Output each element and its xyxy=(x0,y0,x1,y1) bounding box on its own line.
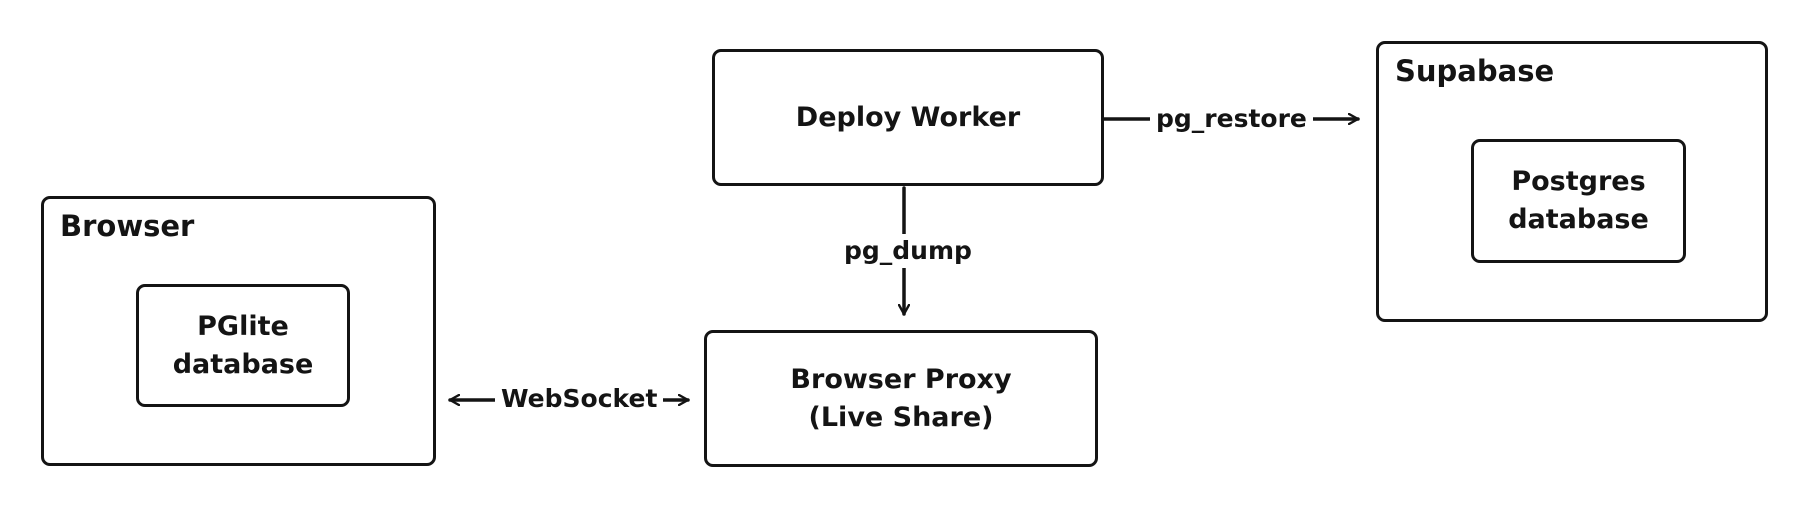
browser-group: Browser PGlite database xyxy=(41,196,436,466)
pglite-database-node: PGlite database xyxy=(136,284,350,407)
supabase-group-title: Supabase xyxy=(1395,54,1555,88)
postgres-database-node: Postgres database xyxy=(1471,139,1686,263)
pg-restore-label: pg_restore xyxy=(1150,104,1313,134)
supabase-group: Supabase Postgres database xyxy=(1376,41,1768,322)
websocket-label: WebSocket xyxy=(495,384,664,414)
browser-proxy-node: Browser Proxy (Live Share) xyxy=(704,330,1098,467)
deploy-worker-node: Deploy Worker xyxy=(712,49,1104,186)
pg-dump-label: pg_dump xyxy=(838,234,978,268)
browser-group-title: Browser xyxy=(60,209,195,243)
